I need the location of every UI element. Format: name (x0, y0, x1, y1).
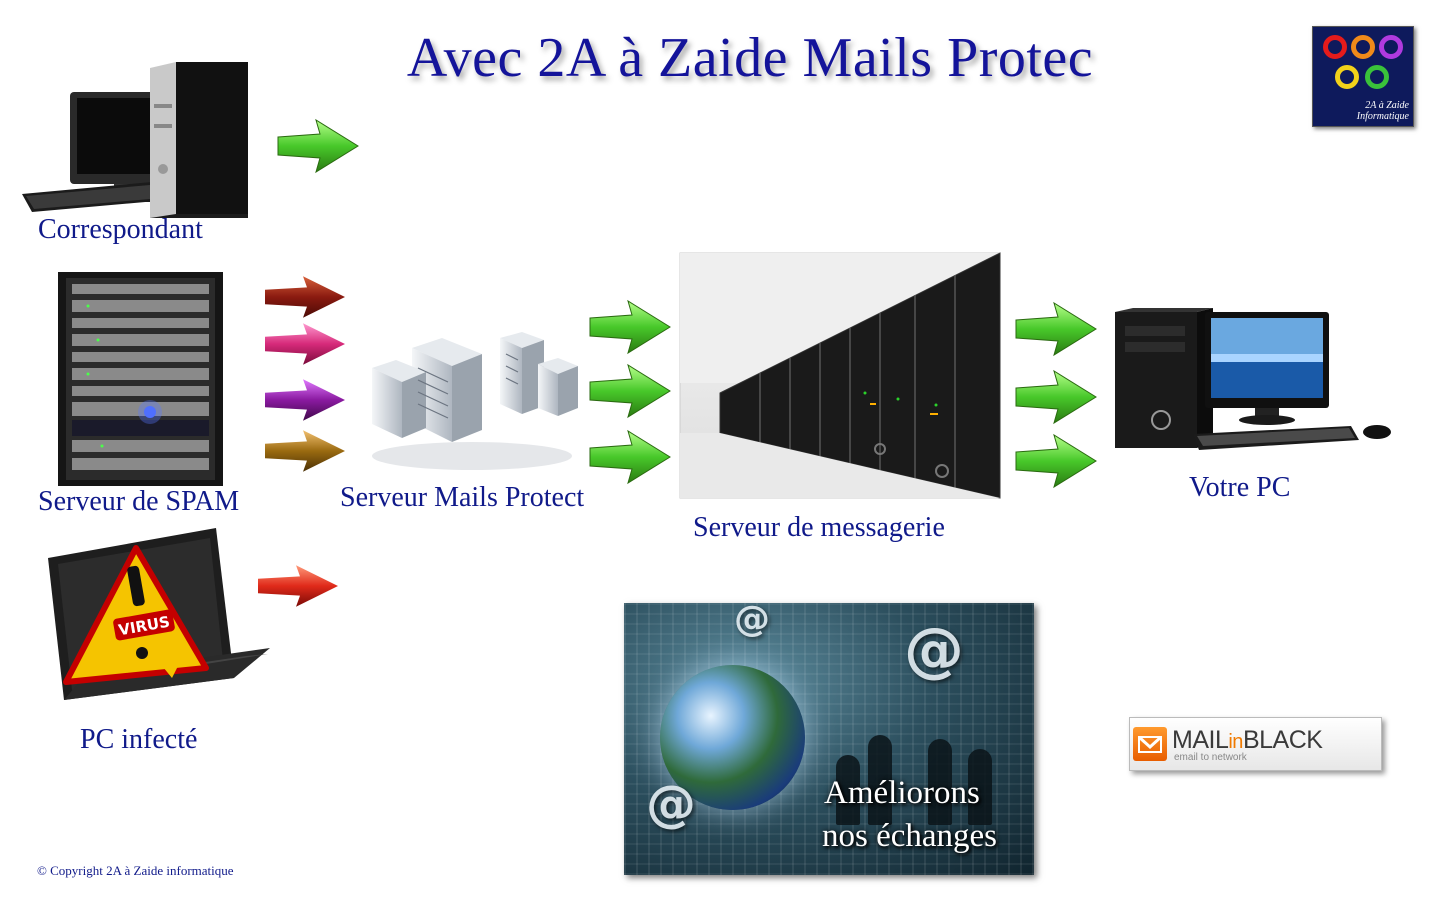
spam-server-rack-icon (58, 272, 223, 486)
silhouette-icon (968, 749, 992, 825)
arrow-mail-2-icon (1015, 370, 1097, 424)
arrow-spam-3-icon (265, 379, 345, 421)
mail-server-label: Serveur de messagerie (693, 512, 945, 543)
globe-icon (660, 665, 805, 810)
correspondant-computer-icon (22, 62, 248, 218)
arrow-spam-2-icon (265, 323, 345, 365)
logo-caption-1: 2A à Zaide (1365, 100, 1409, 111)
ameliorons-banner: @ @ @ Améliorons nos échanges (624, 603, 1034, 875)
silhouette-icon (928, 739, 952, 825)
spam-server-label: Serveur de SPAM (38, 486, 240, 517)
arrow-virus-icon (258, 565, 338, 607)
arrow-protect-1-icon (589, 300, 671, 354)
at-symbol-icon: @ (734, 603, 770, 640)
mailinblack-tagline: email to network (1174, 752, 1247, 763)
your-pc-icon (1115, 308, 1391, 450)
arrow-protect-3-icon (589, 430, 671, 484)
mailinblack-part1: MAIL (1172, 726, 1229, 754)
mails-protect-server-icon (372, 332, 578, 470)
silhouette-icon (868, 735, 892, 825)
silhouette-icon (836, 755, 860, 825)
arrow-spam-4-icon (265, 430, 345, 472)
mailinblack-logo: MAILinBLACK email to network (1129, 717, 1382, 771)
banner-caption-line2: nos échanges (822, 818, 998, 854)
mailinblack-part2: in (1228, 731, 1243, 753)
copyright-notice: © Copyright 2A à Zaide informatique (37, 863, 234, 878)
green-ring-icon (1365, 65, 1389, 89)
page-title: Avec 2A à Zaide Mails Protec (406, 27, 1094, 89)
yellow-ring-icon (1335, 65, 1359, 89)
arrow-correspondant-icon (277, 119, 359, 173)
arrow-mail-1-icon (1015, 302, 1097, 356)
infected-laptop-icon: VIRUS (48, 528, 270, 700)
mail-server-datacenter-icon (679, 252, 1001, 499)
mailinblack-wordmark: MAILinBLACK (1172, 726, 1323, 755)
envelope-icon (1133, 727, 1167, 761)
mailinblack-part3: BLACK (1242, 726, 1323, 754)
arrow-spam-1-icon (265, 276, 345, 318)
purple-ring-icon (1379, 35, 1403, 59)
red-ring-icon (1323, 35, 1347, 59)
correspondant-label: Correspondant (38, 214, 203, 245)
infected-pc-label: PC infecté (80, 724, 198, 755)
at-symbol-icon: @ (646, 775, 696, 833)
at-symbol-icon: @ (904, 615, 964, 685)
2a-logo: 2A à Zaide Informatique (1312, 26, 1414, 127)
banner-caption-line1: Améliorons (824, 775, 980, 811)
your-pc-label: Votre PC (1189, 472, 1291, 503)
arrow-mail-3-icon (1015, 434, 1097, 488)
orange-ring-icon (1351, 35, 1375, 59)
arrow-protect-2-icon (589, 364, 671, 418)
mails-protect-label: Serveur Mails Protect (340, 482, 585, 513)
logo-caption-2: Informatique (1356, 111, 1409, 122)
